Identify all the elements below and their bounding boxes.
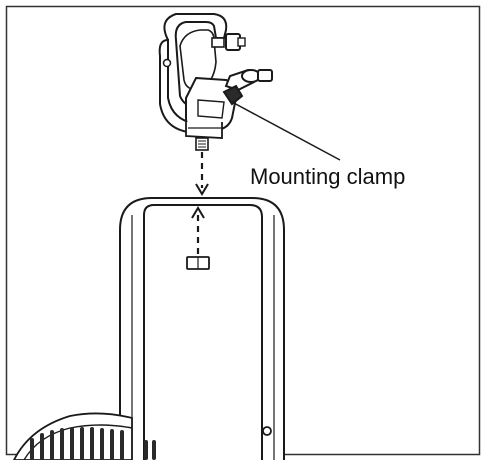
callout-leader	[231, 101, 341, 161]
yoke-knob-hole	[262, 426, 272, 436]
mounting-clamp	[158, 13, 273, 151]
fixture-head	[12, 412, 156, 460]
callout-label: Mounting clamp	[250, 164, 405, 189]
up-arrow	[191, 206, 205, 254]
fixture-yoke	[119, 197, 285, 460]
down-arrow	[195, 152, 209, 196]
